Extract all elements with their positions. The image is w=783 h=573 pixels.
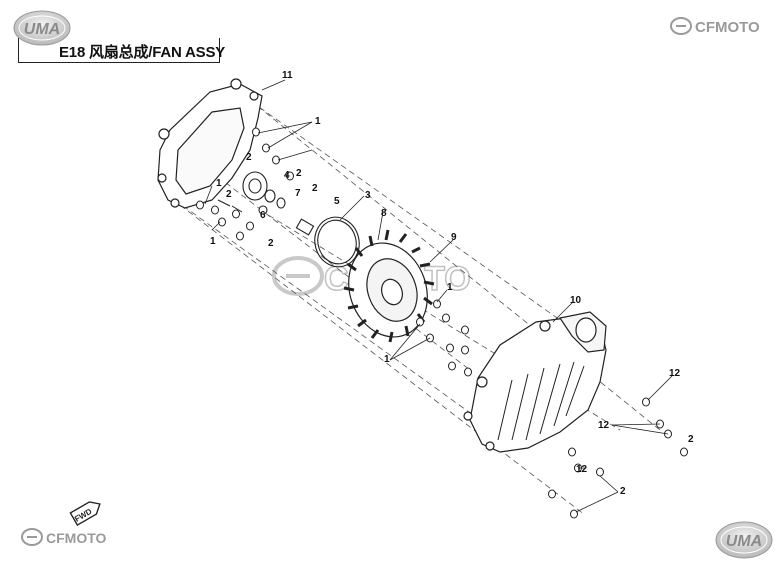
callout-1: 1: [447, 282, 453, 293]
callout-7: 7: [295, 188, 301, 199]
svg-text:UMA: UMA: [726, 533, 762, 550]
uma-logo-top: UMA: [13, 10, 71, 46]
callout-2: 2: [246, 152, 252, 163]
bolts-group-middle: [416, 299, 472, 377]
title-box: E18 风扇总成/FAN ASSY: [18, 38, 225, 63]
callout-1: 1: [216, 178, 222, 189]
callout-11: 11: [282, 70, 293, 81]
callout-5: 5: [334, 196, 340, 207]
uma-logo-bottom: UMA: [715, 521, 773, 559]
fwd-arrow-icon: FWD: [69, 501, 101, 527]
callout-12: 12: [669, 368, 681, 379]
fan-cover-housing: [463, 311, 607, 453]
callout-2: 2: [226, 189, 232, 200]
rear-cover-plate: [157, 78, 263, 209]
callout-1: 1: [315, 116, 321, 127]
svg-text:CFMOTO: CFMOTO: [46, 530, 107, 546]
callout-2: 2: [688, 434, 694, 445]
svg-text:CFMOTO: CFMOTO: [695, 19, 760, 36]
callout-2: 2: [268, 238, 274, 249]
callout-12: 12: [576, 464, 588, 475]
callout-9: 9: [451, 232, 457, 243]
callout-4: 4: [284, 170, 290, 181]
assembly-axis-lines: [169, 89, 661, 516]
cfmoto-logo-top: CFMOTO: [670, 17, 760, 36]
fan-impeller: [343, 229, 435, 343]
callout-3: 3: [365, 190, 371, 201]
svg-text:UMA: UMA: [24, 21, 60, 38]
callout-2: 2: [620, 486, 626, 497]
callout-6: 6: [260, 210, 266, 221]
bolts-group-upper: [196, 127, 294, 241]
callout-leaders: [204, 79, 673, 513]
callout-1: 1: [384, 354, 390, 365]
callout-8: 8: [381, 208, 387, 219]
cfmoto-logo-bottom: CFMOTO: [21, 528, 107, 546]
callout-1: 1: [210, 236, 216, 247]
o-ring: [314, 216, 360, 268]
page-title: E18 风扇总成/FAN ASSY: [59, 44, 226, 61]
callout-2: 2: [296, 168, 302, 179]
pump-small-parts: [242, 171, 315, 236]
callout-10: 10: [570, 295, 582, 306]
callout-numbers: 11 1 2 4 2 7 2 3 5 1 2 6 8 1 2 9 1 1 10 …: [210, 70, 694, 497]
callout-12: 12: [598, 420, 610, 431]
callout-2: 2: [312, 183, 318, 194]
